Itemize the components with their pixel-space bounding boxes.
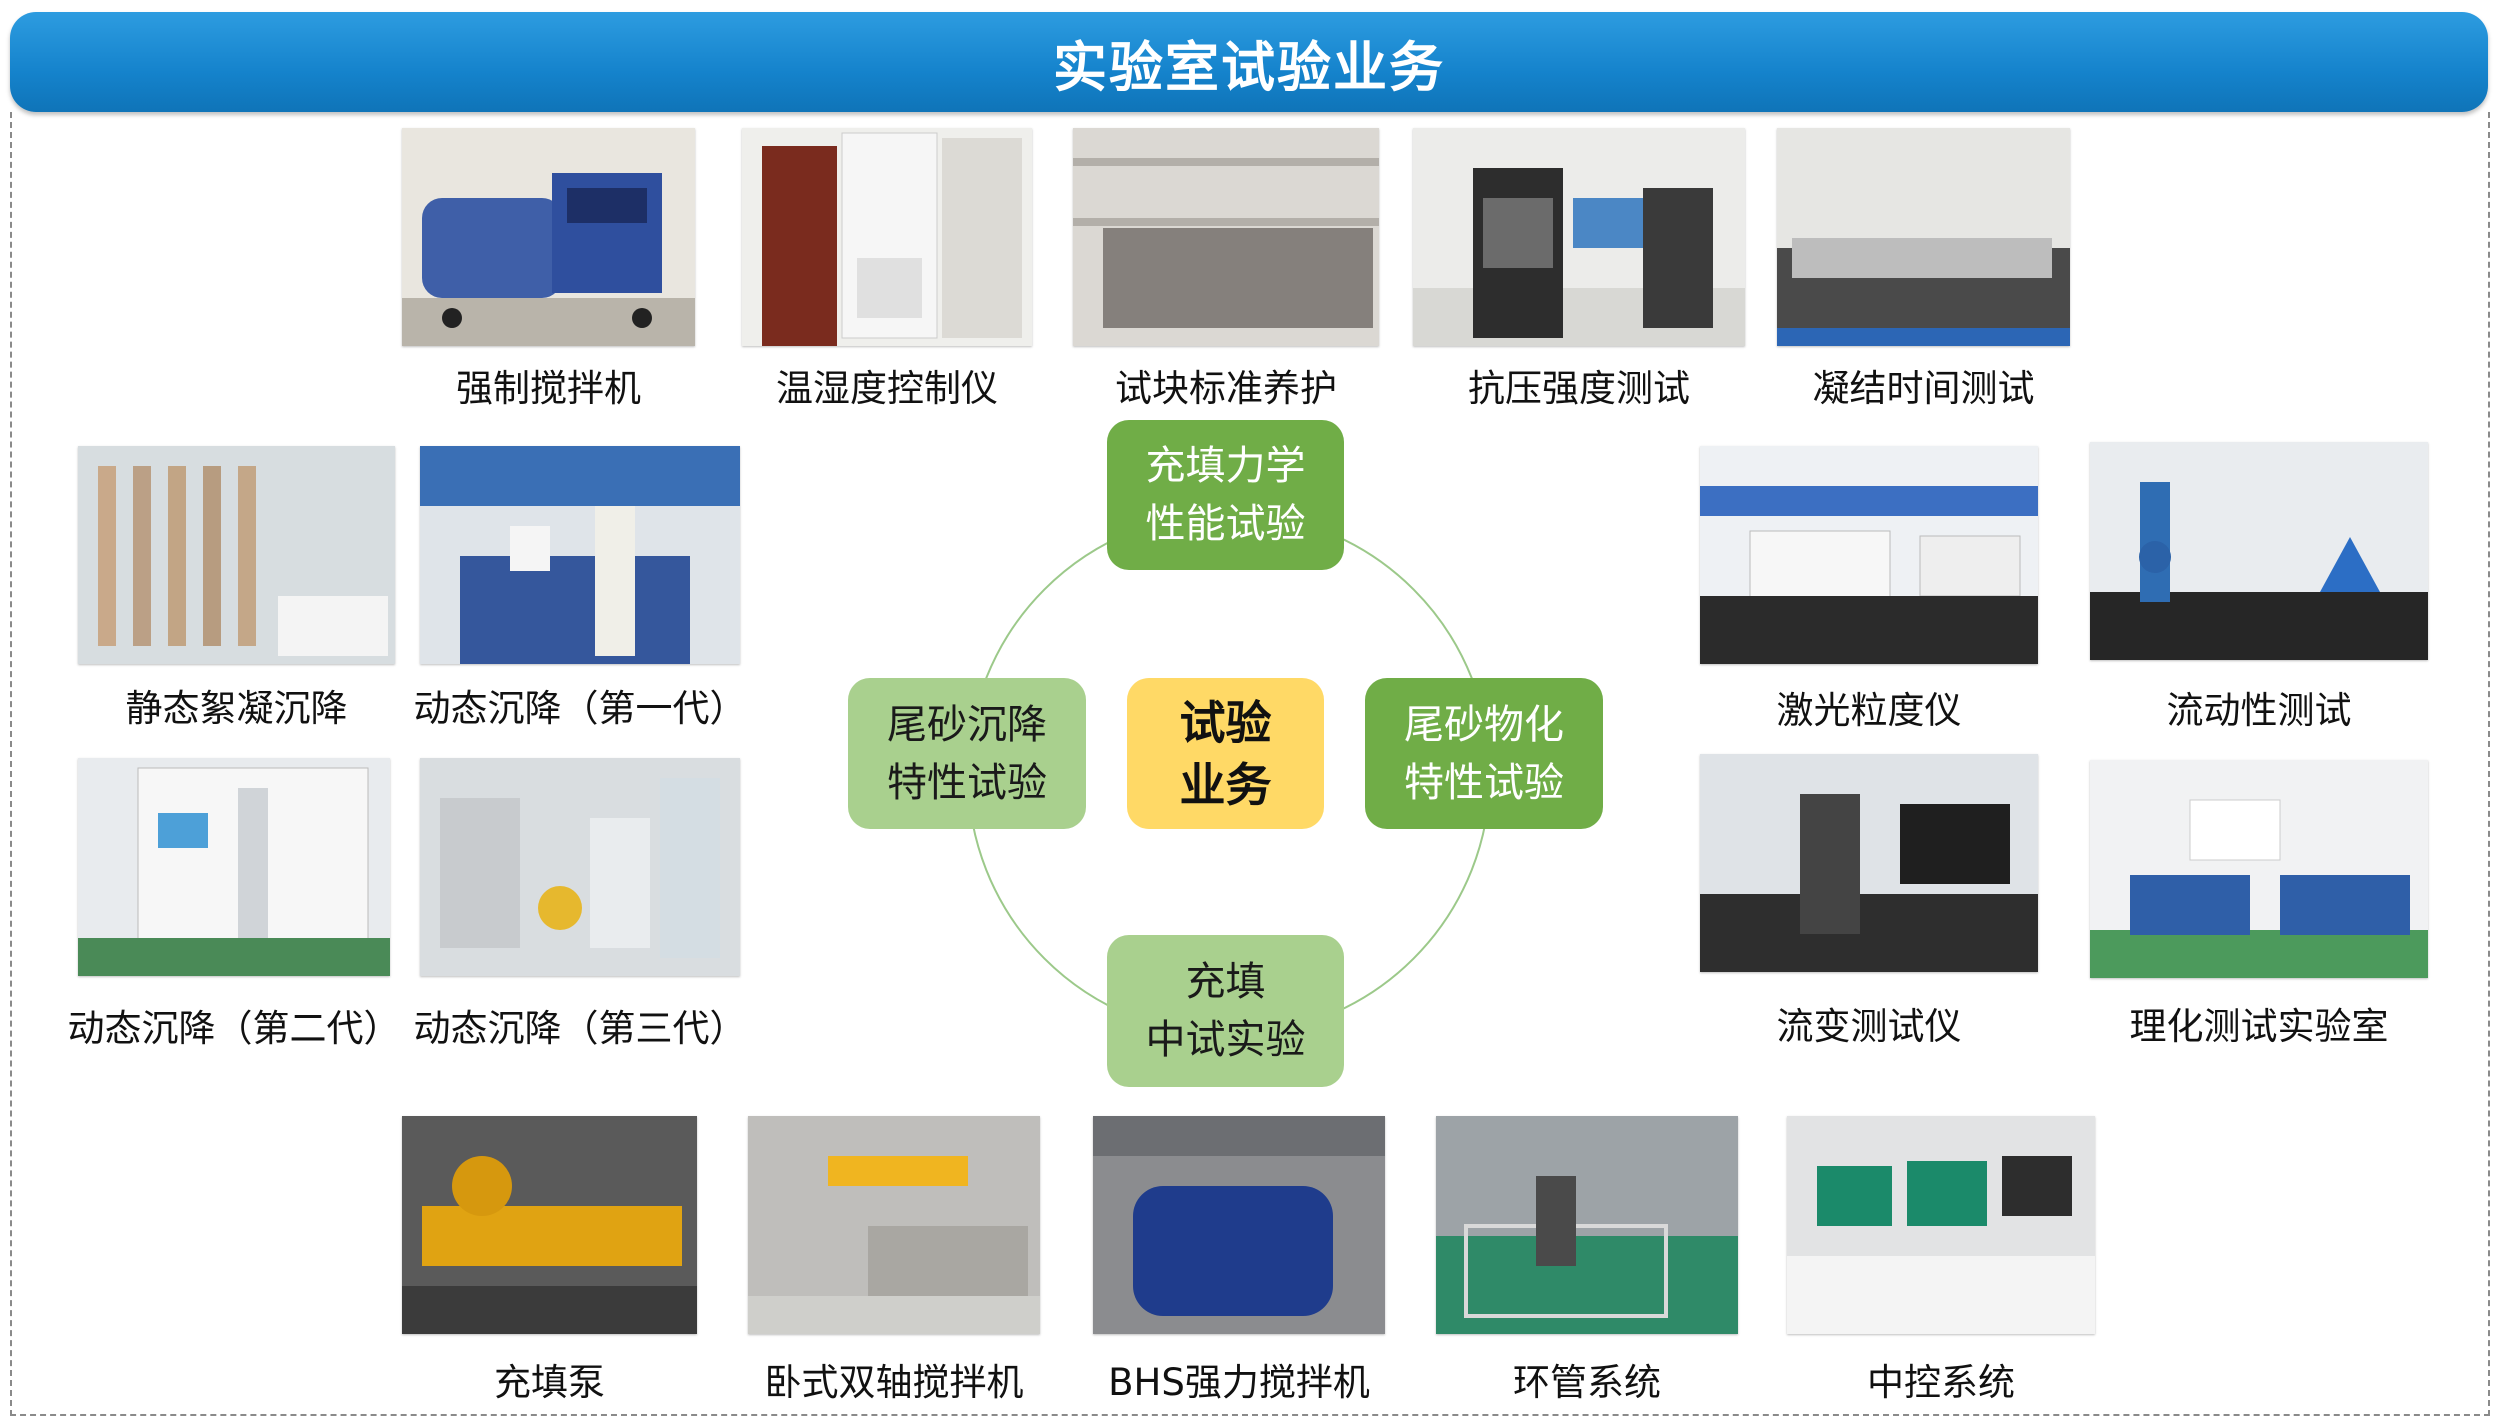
node-filling-pilot-test-line2: 中试实验	[1145, 1017, 1306, 1063]
caption-central-control-system: 中控系统	[1867, 1361, 2015, 1404]
caption-dynamic-settling-gen3: 动态沉降（第三代）	[413, 1007, 747, 1050]
node-filling-mechanics-line1: 充填力学	[1145, 443, 1306, 489]
node-tailings-physicochemical-line2: 特性试验	[1404, 759, 1564, 806]
photo-temp-humidity-controller	[742, 128, 1032, 346]
caption-forced-mixer: 强制搅拌机	[456, 367, 641, 410]
page-title: 实验室试验业务	[1053, 35, 1445, 99]
caption-temp-humidity-controller: 温湿度控制仪	[776, 367, 998, 410]
photo-dynamic-settling-gen2	[78, 758, 390, 976]
node-tailings-settling-line2: 特性试验	[887, 759, 1047, 806]
caption-laser-particle-analyzer: 激光粒度仪	[1776, 689, 1962, 732]
photo-horizontal-twin-shaft-mixer	[748, 1116, 1040, 1334]
node-tailings-settling-line1: 尾砂沉降	[887, 701, 1047, 748]
photo-static-flocculation-settling	[78, 446, 395, 664]
caption-compressive-strength-test: 抗压强度测试	[1468, 367, 1690, 410]
caption-physicochemical-lab: 理化测试实验室	[2129, 1005, 2389, 1048]
photo-central-control-system	[1787, 1116, 2095, 1334]
photo-dynamic-settling-gen3	[420, 758, 740, 976]
node-center-test-business: 试验 业务	[1127, 678, 1324, 829]
node-filling-pilot-test-line1: 充填	[1185, 959, 1266, 1005]
title-bar: 实验室试验业务	[10, 12, 2488, 112]
photo-flowability-test	[2090, 442, 2428, 660]
node-tailings-physicochemical: 尾砂物化 特性试验	[1365, 678, 1603, 829]
photo-bhs-mixer	[1093, 1116, 1385, 1334]
caption-setting-time-test: 凝结时间测试	[1812, 367, 2035, 410]
caption-rheometer: 流变测试仪	[1776, 1005, 1962, 1048]
center-line2: 业务	[1179, 757, 1272, 812]
caption-flowability-test: 流动性测试	[2166, 689, 2352, 732]
node-filling-mechanics-line2: 性能试验	[1145, 501, 1306, 547]
caption-loop-pipe-system: 环管系统	[1513, 1361, 1661, 1404]
photo-compressive-strength-test	[1413, 128, 1745, 346]
photo-filling-pump	[402, 1116, 697, 1334]
photo-laser-particle-analyzer	[1700, 446, 2038, 664]
caption-specimen-curing: 试块标准养护	[1115, 367, 1337, 410]
photo-specimen-curing	[1073, 128, 1379, 346]
content-frame	[10, 112, 2490, 1416]
photo-physicochemical-lab	[2090, 760, 2428, 978]
node-filling-pilot-test: 充填 中试实验	[1107, 935, 1344, 1087]
center-line1: 试验	[1179, 695, 1272, 750]
caption-horizontal-twin-shaft-mixer: 卧式双轴搅拌机	[764, 1361, 1024, 1404]
node-tailings-physicochemical-line1: 尾砂物化	[1404, 701, 1564, 748]
photo-dynamic-settling-gen1	[420, 446, 740, 664]
photo-setting-time-test	[1777, 128, 2070, 346]
caption-bhs-mixer: BHS强力搅拌机	[1108, 1361, 1370, 1404]
caption-filling-pump: 充填泵	[494, 1361, 605, 1404]
photo-forced-mixer	[402, 128, 695, 346]
caption-dynamic-settling-gen1: 动态沉降（第一代）	[413, 687, 747, 730]
node-tailings-settling: 尾砂沉降 特性试验	[848, 678, 1086, 829]
photo-rheometer	[1700, 754, 2038, 972]
caption-static-flocculation-settling: 静态絮凝沉降	[125, 687, 348, 730]
node-filling-mechanics: 充填力学 性能试验	[1107, 420, 1344, 570]
photo-loop-pipe-system	[1436, 1116, 1738, 1334]
caption-dynamic-settling-gen2: 动态沉降（第二代）	[67, 1007, 401, 1050]
